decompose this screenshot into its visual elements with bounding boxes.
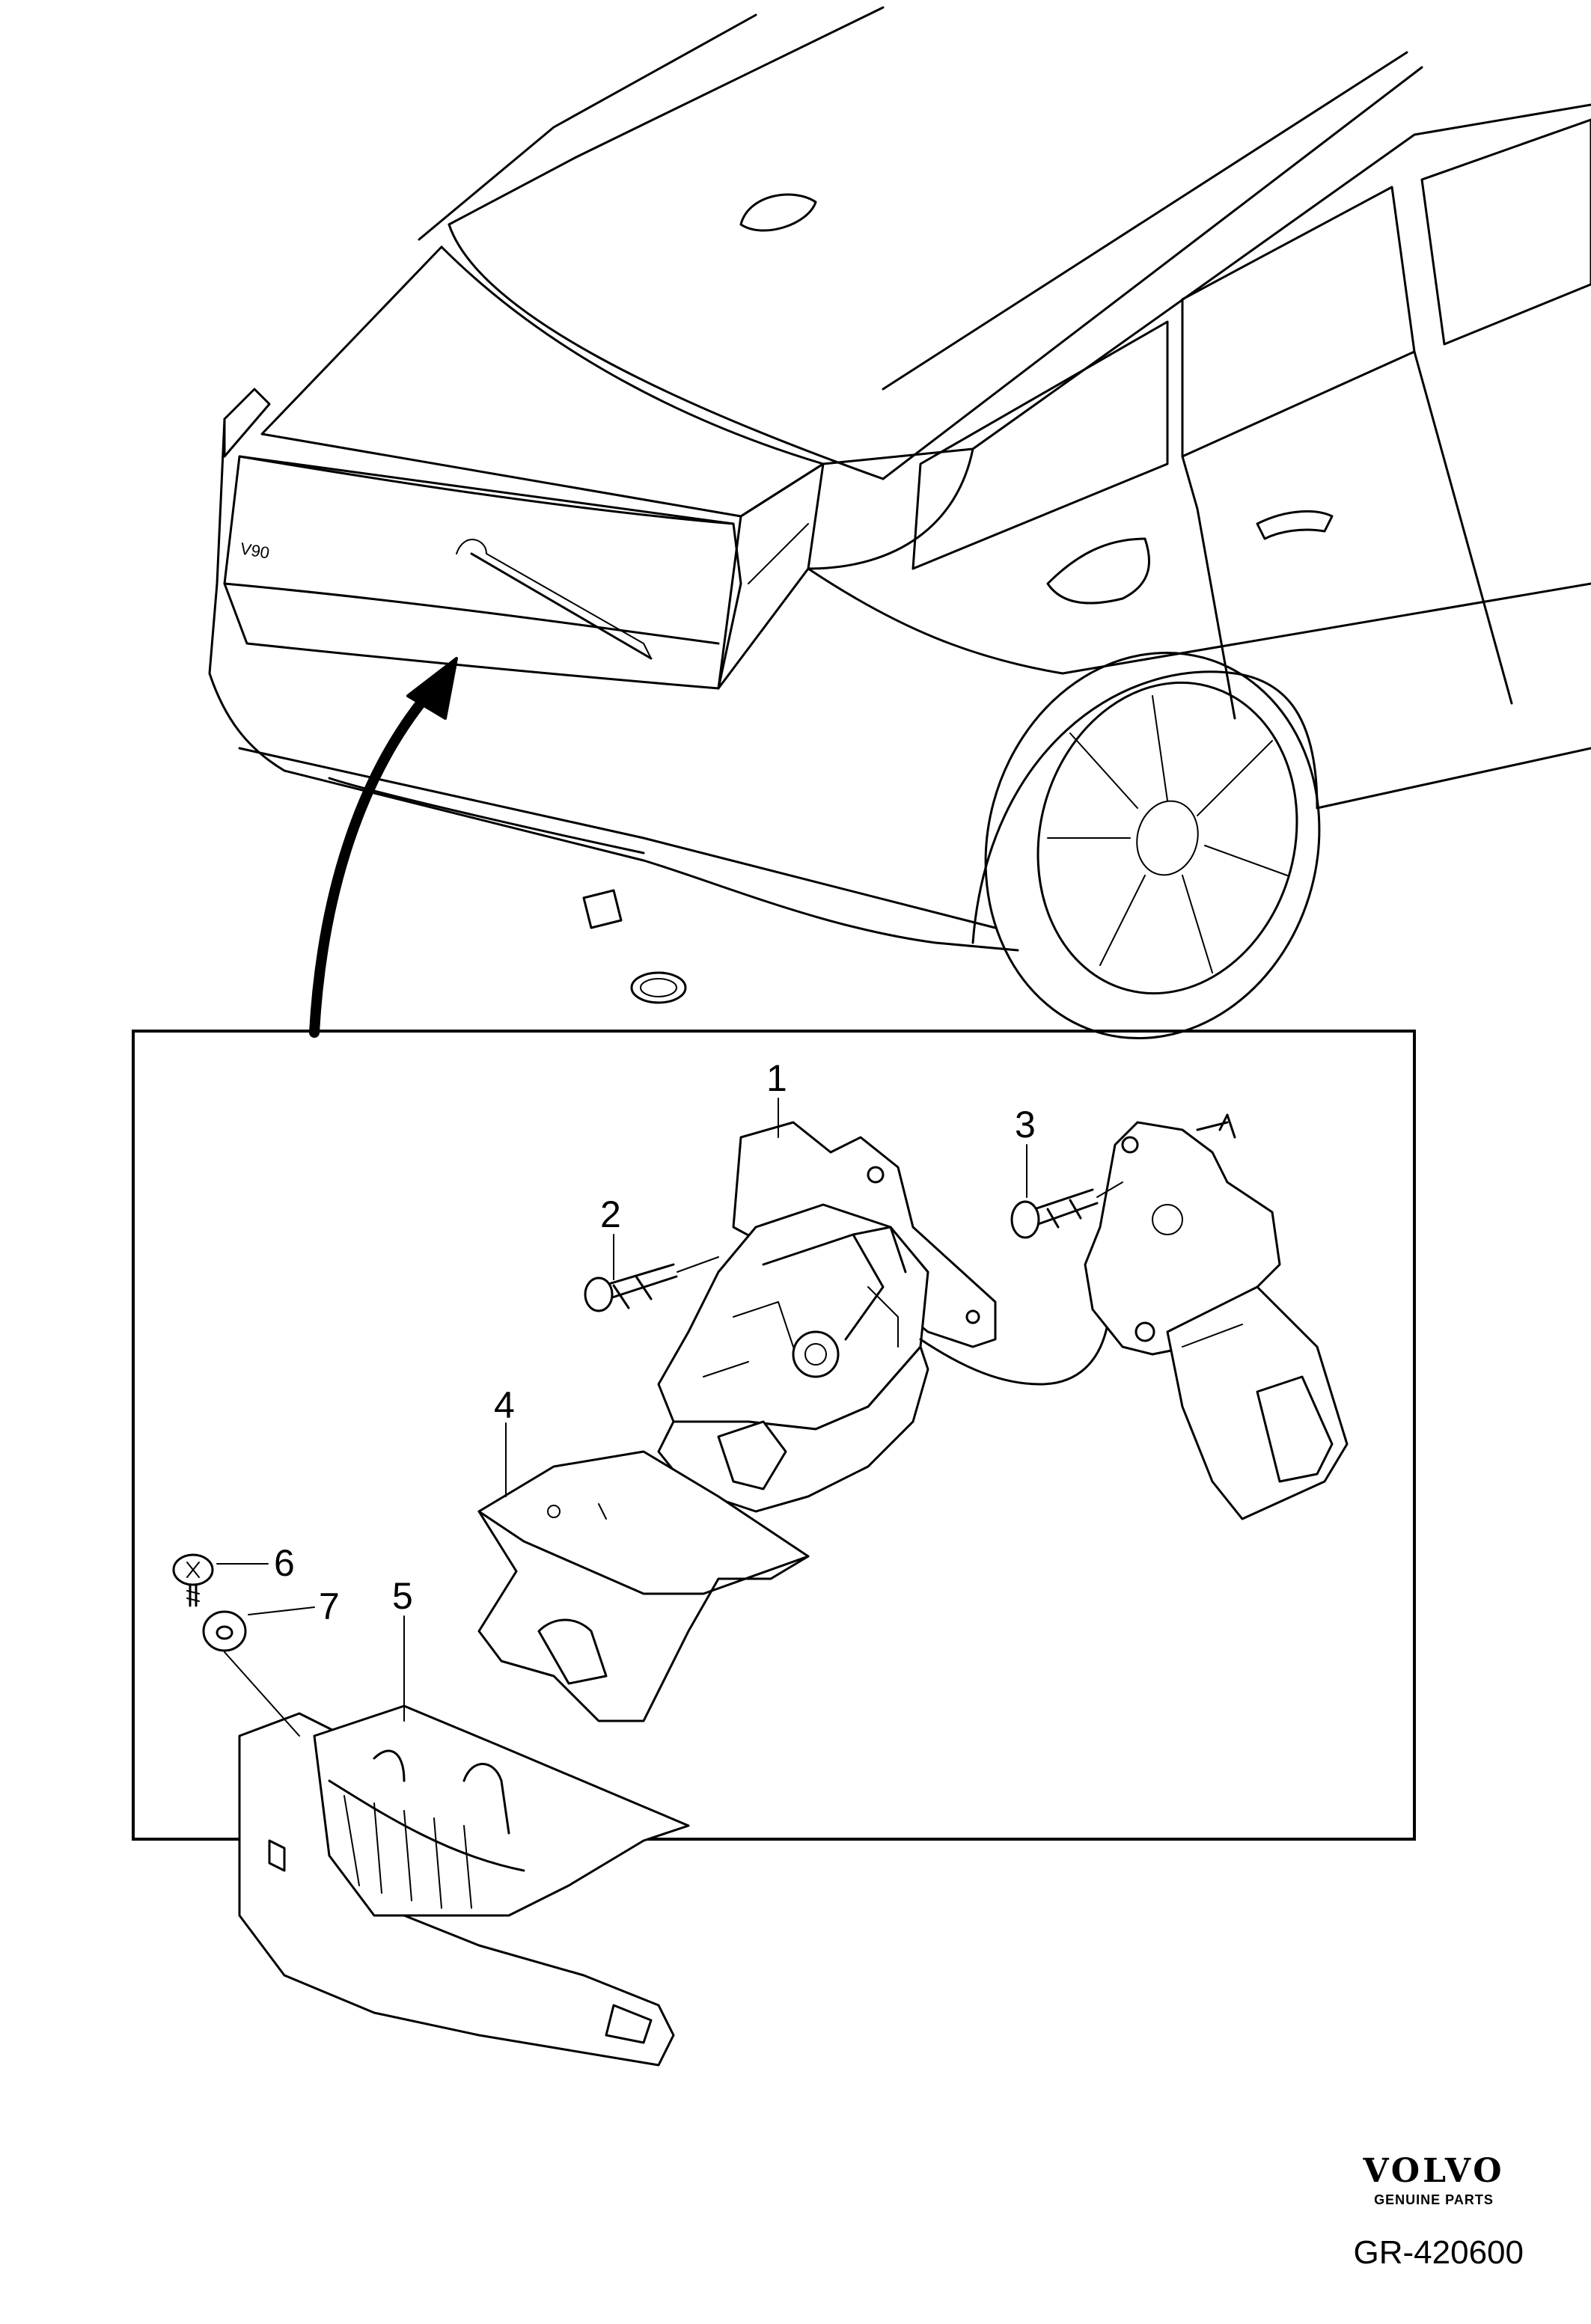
callout-2: 2 bbox=[600, 1193, 621, 1235]
callout-4: 4 bbox=[494, 1384, 515, 1426]
rear-wheel bbox=[984, 651, 1321, 1040]
brand-logo: VOLVO bbox=[1363, 2152, 1505, 2190]
part-2-bolt bbox=[584, 1256, 719, 1312]
part-1-tailgate-lock bbox=[657, 1121, 997, 1513]
part-3-bolt bbox=[1010, 1181, 1123, 1239]
part-1-lock-actuator bbox=[1084, 1113, 1349, 1520]
brand-tagline: GENUINE PARTS bbox=[1374, 2192, 1494, 2207]
part-6-screw bbox=[172, 1553, 214, 1607]
callout-1: 1 bbox=[766, 1057, 787, 1099]
callout-7: 7 bbox=[319, 1585, 340, 1627]
vehicle-badge: V90 bbox=[239, 539, 271, 562]
detail-frame bbox=[132, 1030, 1416, 1841]
actuator-cable bbox=[919, 1323, 1109, 1386]
callout-6: 6 bbox=[274, 1542, 295, 1584]
callout-leaders bbox=[216, 1098, 1027, 1722]
car-rear-view: V90 bbox=[208, 6, 1591, 1040]
part-4-lock-cover bbox=[477, 1450, 810, 1722]
part-7-washer bbox=[202, 1610, 300, 1737]
brand-block: VOLVO GENUINE PARTS bbox=[1344, 2155, 1524, 2208]
part-5-handle-housing bbox=[238, 1704, 690, 2067]
reference-code: GR-420600 bbox=[1353, 2234, 1524, 2271]
location-arrow bbox=[309, 657, 458, 1038]
callout-3: 3 bbox=[1015, 1104, 1036, 1146]
svg-text:V90: V90 bbox=[239, 539, 271, 562]
callout-5: 5 bbox=[392, 1575, 413, 1617]
